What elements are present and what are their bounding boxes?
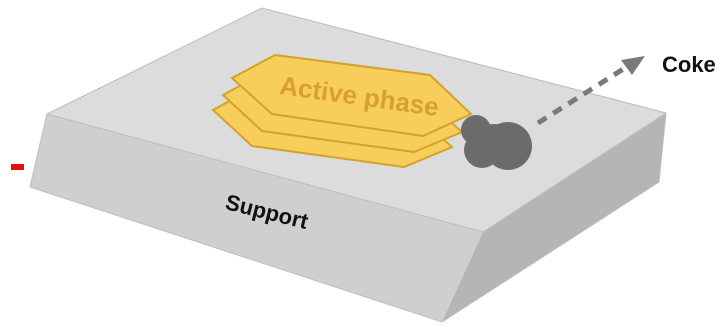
coke-label: Coke — [662, 52, 716, 77]
coke-arrow — [536, 56, 645, 126]
support-inner-edges — [46, 112, 667, 233]
active-phase-stack: Active phase — [211, 53, 473, 169]
support-slab — [29, 7, 667, 323]
support-side-face — [442, 113, 666, 322]
coke-deposit — [461, 115, 532, 170]
red-marker — [11, 164, 24, 170]
support-front-face — [30, 114, 483, 322]
active-phase-layer-top — [230, 53, 473, 138]
coke-arrow-head — [621, 56, 645, 75]
